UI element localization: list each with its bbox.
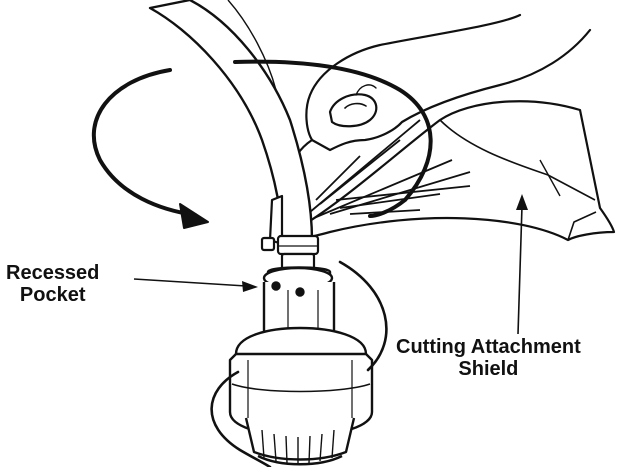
cutting-attachment-shield-label-line1: Cutting Attachment — [396, 336, 581, 358]
cutting-attachment-shield-label: Cutting Attachment Shield — [396, 336, 581, 380]
callout-leaders — [133, 194, 528, 335]
cutting-attachment-shield — [290, 100, 616, 242]
hand-icon — [288, 13, 592, 174]
recessed-pocket-label: Recessed Pocket — [6, 262, 99, 306]
drive-shaft — [148, 0, 314, 242]
trimmer-line — [210, 260, 388, 467]
trimmer-head — [228, 326, 374, 466]
curved-arrow-icon — [91, 59, 433, 229]
recessed-pocket-label-line1: Recessed — [6, 262, 100, 284]
shaft-clamp — [260, 194, 320, 274]
recessed-pocket-label-line2: Pocket — [19, 284, 86, 306]
cutting-attachment-shield-label-line2: Shield — [458, 358, 519, 380]
